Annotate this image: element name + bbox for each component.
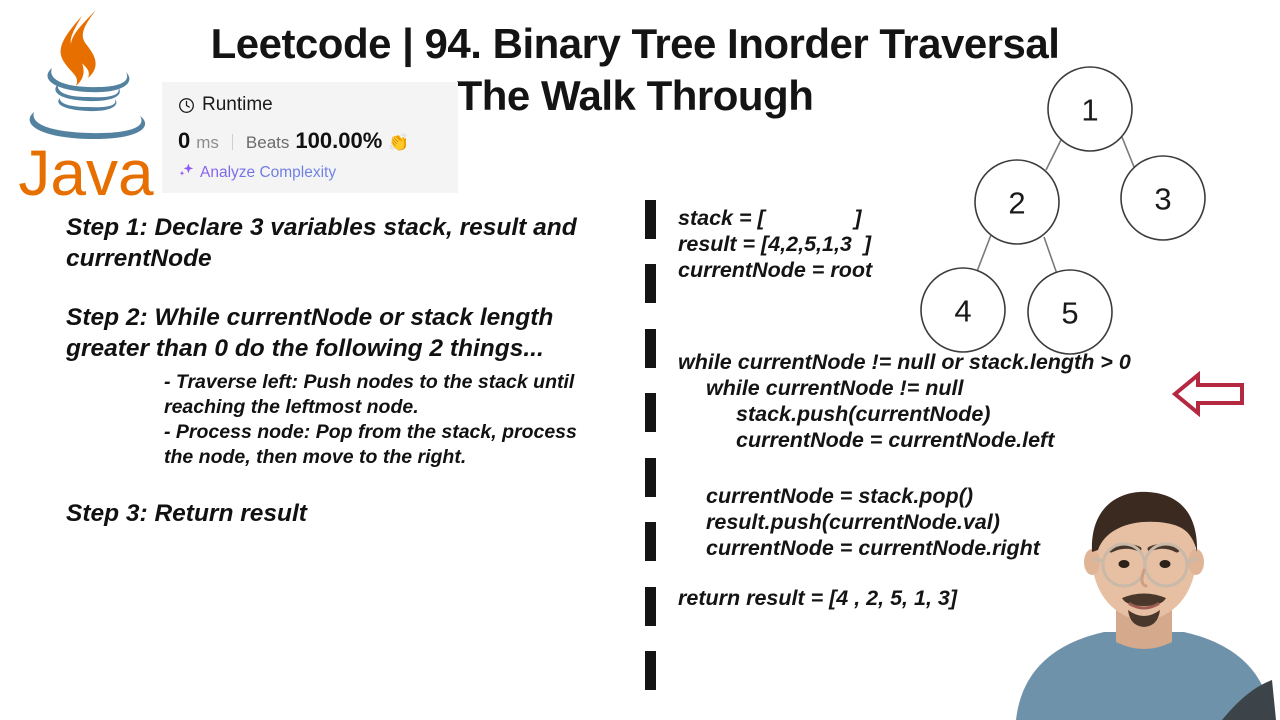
presenter-ear-left — [1084, 549, 1100, 575]
presenter-beard — [1128, 610, 1160, 627]
code-bar-marker — [645, 264, 656, 303]
java-wordmark: Java — [18, 137, 154, 202]
presenter-eye-right — [1159, 560, 1171, 568]
tree-edge-1-2 — [1045, 139, 1062, 171]
java-cup-saucer — [29, 112, 146, 140]
java-logo: Java — [8, 2, 168, 202]
presenter-nose — [1140, 568, 1148, 588]
code-bar-marker — [645, 651, 656, 690]
code-bar-marker — [645, 587, 656, 626]
tree-edge-1-3 — [1121, 136, 1135, 168]
tree-node-4 — [920, 267, 1006, 353]
tree-node-2 — [974, 159, 1060, 245]
step-3-heading: Step 3: Return result — [66, 500, 307, 527]
tree-node-4-label: 4 — [954, 294, 971, 329]
binary-tree-diagram: 1 2 3 4 5 — [905, 62, 1245, 362]
runtime-header: Runtime — [178, 94, 442, 116]
analyze-complexity-button[interactable]: Analyze Complexity — [178, 162, 442, 183]
step-2-heading: Step 2: While currentNode or stack lengt… — [66, 304, 554, 362]
code-line-currentnode-left: currentNode = currentNode.left — [736, 428, 1055, 452]
analyze-complexity-label: Analyze Complexity — [200, 163, 337, 181]
spacer — [66, 470, 611, 498]
code-line-currentnode-root: currentNode = root — [678, 258, 873, 282]
presenter-video-overlay — [1008, 470, 1280, 720]
pseudocode-panel: stack = [ ] result = [4,2,5,1,3 ] curren… — [678, 205, 1198, 611]
code-line-currentnode-right: currentNode = currentNode.right — [706, 536, 1040, 560]
code-line-while-inner: while currentNode != null — [706, 376, 964, 400]
tree-node-5-label: 5 — [1061, 296, 1078, 331]
sparkle-icon — [178, 162, 194, 183]
code-bar-marker — [645, 200, 656, 239]
runtime-unit: ms — [196, 133, 219, 152]
code-bar-markers — [645, 0, 659, 720]
code-bar-marker — [645, 329, 656, 368]
code-line-stack-pop: currentNode = stack.pop() — [706, 484, 974, 508]
tree-node-5 — [1027, 269, 1113, 355]
code-line-result: result = [4,2,5,1,3 ] — [678, 232, 871, 256]
tree-node-2-label: 2 — [1008, 186, 1025, 221]
step-2-bullet-1: - Traverse left: Push nodes to the stack… — [164, 371, 575, 418]
presenter-shirt-shadow — [1222, 680, 1276, 720]
runtime-value: 0 — [178, 128, 191, 153]
tree-node-1-label: 1 — [1081, 93, 1098, 128]
code-line-stack-push: stack.push(currentNode) — [736, 402, 991, 426]
presenter-mouth — [1128, 602, 1160, 610]
steps-column: Step 1: Declare 3 variables stack, resul… — [66, 212, 611, 529]
tree-node-1 — [1047, 66, 1133, 152]
spacer — [66, 274, 611, 302]
java-steam-left — [70, 10, 96, 78]
code-bar-marker — [645, 522, 656, 561]
clap-icon: 👏 — [388, 133, 410, 152]
runtime-label: Runtime — [202, 94, 273, 115]
presenter-hair — [1091, 491, 1198, 552]
beats-percent: 100.00% — [295, 128, 383, 153]
presenter-ear-right — [1188, 549, 1204, 575]
beats-label: Beats — [245, 133, 290, 152]
tree-node-3-label: 3 — [1154, 182, 1171, 217]
code-bar-marker — [645, 393, 656, 432]
runtime-stats-card: Runtime 0 ms Beats 100.00% 👏 Analyze Com… — [162, 82, 458, 193]
step-2-bullet-2: - Process node: Pop from the stack, proc… — [164, 421, 577, 468]
step-1-heading: Step 1: Declare 3 variables stack, resul… — [66, 214, 577, 272]
tree-node-3 — [1120, 155, 1206, 241]
code-line-return-result: return result = [4 , 2, 5, 1, 3] — [678, 586, 958, 610]
java-cup-ring-top — [47, 68, 130, 93]
code-bar-marker — [645, 458, 656, 497]
metric-divider — [231, 134, 233, 150]
java-steam-right — [60, 16, 84, 86]
java-cup-ring-mid — [55, 84, 120, 102]
glasses-icon — [1091, 542, 1199, 588]
code-line-stack: stack = [ ] — [678, 206, 862, 230]
step-2-bullets: - Traverse left: Push nodes to the stack… — [66, 370, 611, 470]
tree-edge-2-5 — [1043, 236, 1058, 275]
left-arrow-icon — [1171, 370, 1246, 418]
presenter-shirt — [1016, 632, 1272, 720]
clock-icon — [178, 97, 195, 114]
presenter-moustache — [1122, 593, 1166, 606]
presenter-eye-left — [1118, 560, 1130, 568]
runtime-metrics: 0 ms Beats 100.00% 👏 — [178, 128, 442, 154]
tree-edge-2-4 — [975, 234, 992, 275]
code-line-result-push: result.push(currentNode.val) — [706, 510, 1000, 534]
java-cup-ring-low — [58, 98, 117, 112]
